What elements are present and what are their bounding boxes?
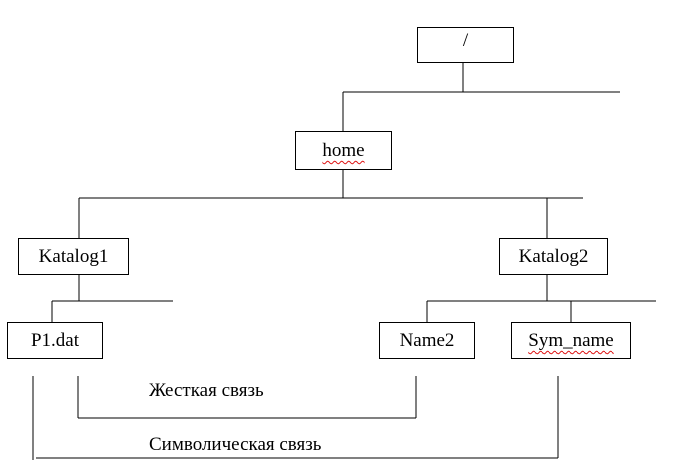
- node-name2: Name2: [379, 322, 475, 359]
- node-katalog1: Katalog1: [18, 238, 129, 275]
- node-home: home: [295, 131, 392, 170]
- node-root-label: /: [462, 29, 469, 51]
- node-katalog2-label: Katalog2: [518, 246, 589, 267]
- node-p1-dat: P1.dat: [7, 322, 103, 359]
- node-home-label: home: [322, 140, 365, 161]
- node-p1-dat-label: P1.dat: [30, 330, 80, 351]
- node-name2-label: Name2: [399, 330, 455, 351]
- hard-link-label: Жесткая связь: [149, 380, 264, 401]
- node-katalog2: Katalog2: [499, 238, 608, 275]
- node-sym-name-label: Sym_name: [528, 330, 614, 351]
- node-sym-name: Sym_name: [511, 322, 631, 359]
- symbolic-link-label: Символическая связь: [149, 434, 322, 455]
- node-katalog1-label: Katalog1: [38, 246, 109, 267]
- node-root: /: [417, 27, 514, 63]
